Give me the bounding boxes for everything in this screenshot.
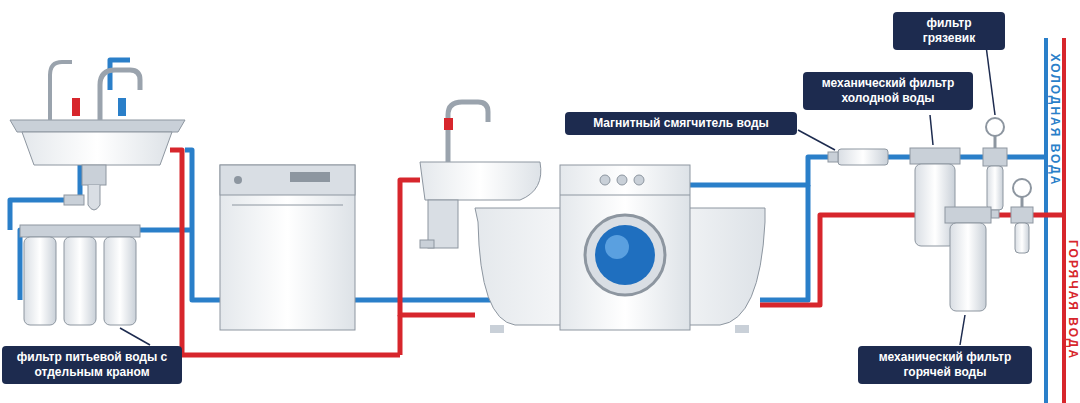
hot-mud-filter — [1011, 179, 1033, 253]
pipe-label: ХОЛОДНАЯ ВОДА — [1048, 51, 1062, 190]
callout-box: механический фильтр холодной воды — [803, 72, 973, 110]
washing-machine — [560, 165, 690, 330]
kitchen-sink — [10, 62, 185, 210]
callout-box: механический фильтр горячей воды — [858, 346, 1032, 384]
hot-pipes — [170, 150, 1064, 355]
magnetic-softener — [828, 149, 888, 165]
cold-mud-filter — [983, 118, 1007, 218]
drinking-water-filters — [20, 225, 140, 325]
callout-box: Магнитный смягчитель воды — [565, 112, 797, 135]
callout-box: фильтр грязевик — [893, 12, 1005, 50]
pipe-label: ГОРЯЧАЯ ВОДА — [1066, 237, 1080, 363]
hot-mechanical-filter — [945, 207, 991, 311]
callout-text: механический фильтр горячей воды — [866, 350, 1024, 380]
callout-text: фильтр питьевой воды с отдельным краном — [10, 350, 174, 380]
dishwasher — [220, 165, 355, 330]
callout-text: механический фильтр холодной воды — [811, 76, 965, 106]
callout-box: фильтр питьевой воды с отдельным краном — [2, 346, 182, 384]
leader-lines — [120, 38, 995, 345]
callout-text: фильтр грязевик — [901, 16, 997, 46]
callout-text: Магнитный смягчитель воды — [573, 116, 789, 131]
